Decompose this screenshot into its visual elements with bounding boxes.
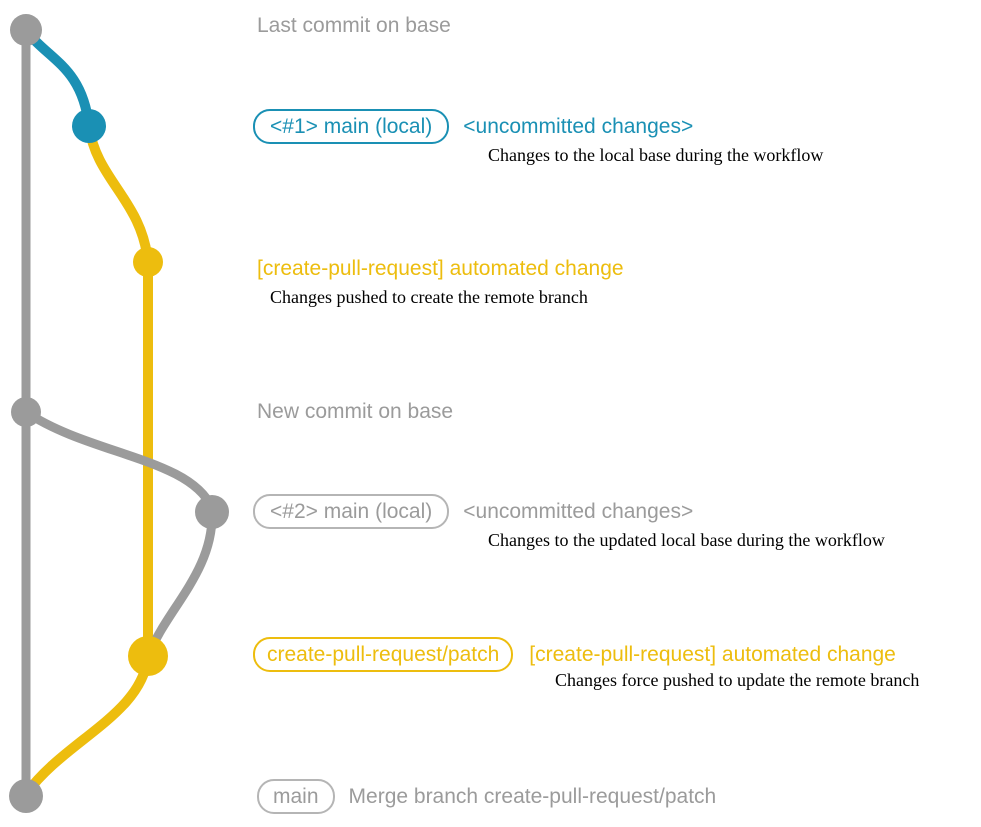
patch-merge-curve <box>21 655 153 797</box>
main-local-branch-curve <box>21 26 94 127</box>
commit-node-merge-commit <box>9 779 43 813</box>
commit-message-automated-change-1: [create-pull-request] automated change <box>257 257 624 280</box>
commit-node-automated-change-2 <box>128 636 168 676</box>
commit-message-automated-change-2: [create-pull-request] automated change <box>529 642 896 666</box>
branch-label-main: main <box>257 779 335 815</box>
commit-node-last-commit-on-base <box>10 14 42 46</box>
commit-node-new-commit-on-base <box>11 397 41 427</box>
row-main-local-1: <#1> main (local) <uncommitted changes> <box>253 109 694 145</box>
header-new-commit-on-base: New commit on base <box>257 400 454 423</box>
note-updated-local-base-changes: Changes to the updated local base during… <box>488 530 885 550</box>
note-changes-pushed: Changes pushed to create the remote bran… <box>270 287 588 307</box>
branch-label-main-local-2: <#2> main (local) <box>253 494 450 530</box>
commit-node-automated-change-1 <box>133 247 163 277</box>
row-merge-commit: main Merge branch create-pull-request/pa… <box>257 779 717 815</box>
branch-label-patch: create-pull-request/patch <box>253 637 514 673</box>
status-uncommitted-changes-1: <uncommitted changes> <box>463 114 694 138</box>
base-update-curve-in <box>145 511 217 654</box>
note-changes-force-pushed: Changes force pushed to update the remot… <box>555 670 920 690</box>
patch-branch-curve-top <box>84 125 153 263</box>
commit-message-merge: Merge branch create-pull-request/patch <box>348 784 717 808</box>
commit-node-uncommitted-changes-2 <box>195 495 229 529</box>
note-local-base-changes: Changes to the local base during the wor… <box>488 145 824 165</box>
base-update-curve-out <box>23 408 217 511</box>
commit-node-uncommitted-changes-1 <box>72 109 106 143</box>
row-patch-branch: create-pull-request/patch [create-pull-r… <box>253 637 896 673</box>
header-last-commit-on-base: Last commit on base <box>257 14 451 37</box>
status-uncommitted-changes-2: <uncommitted changes> <box>463 499 694 523</box>
branch-label-main-local-1: <#1> main (local) <box>253 109 450 145</box>
row-main-local-2: <#2> main (local) <uncommitted changes> <box>253 494 694 530</box>
